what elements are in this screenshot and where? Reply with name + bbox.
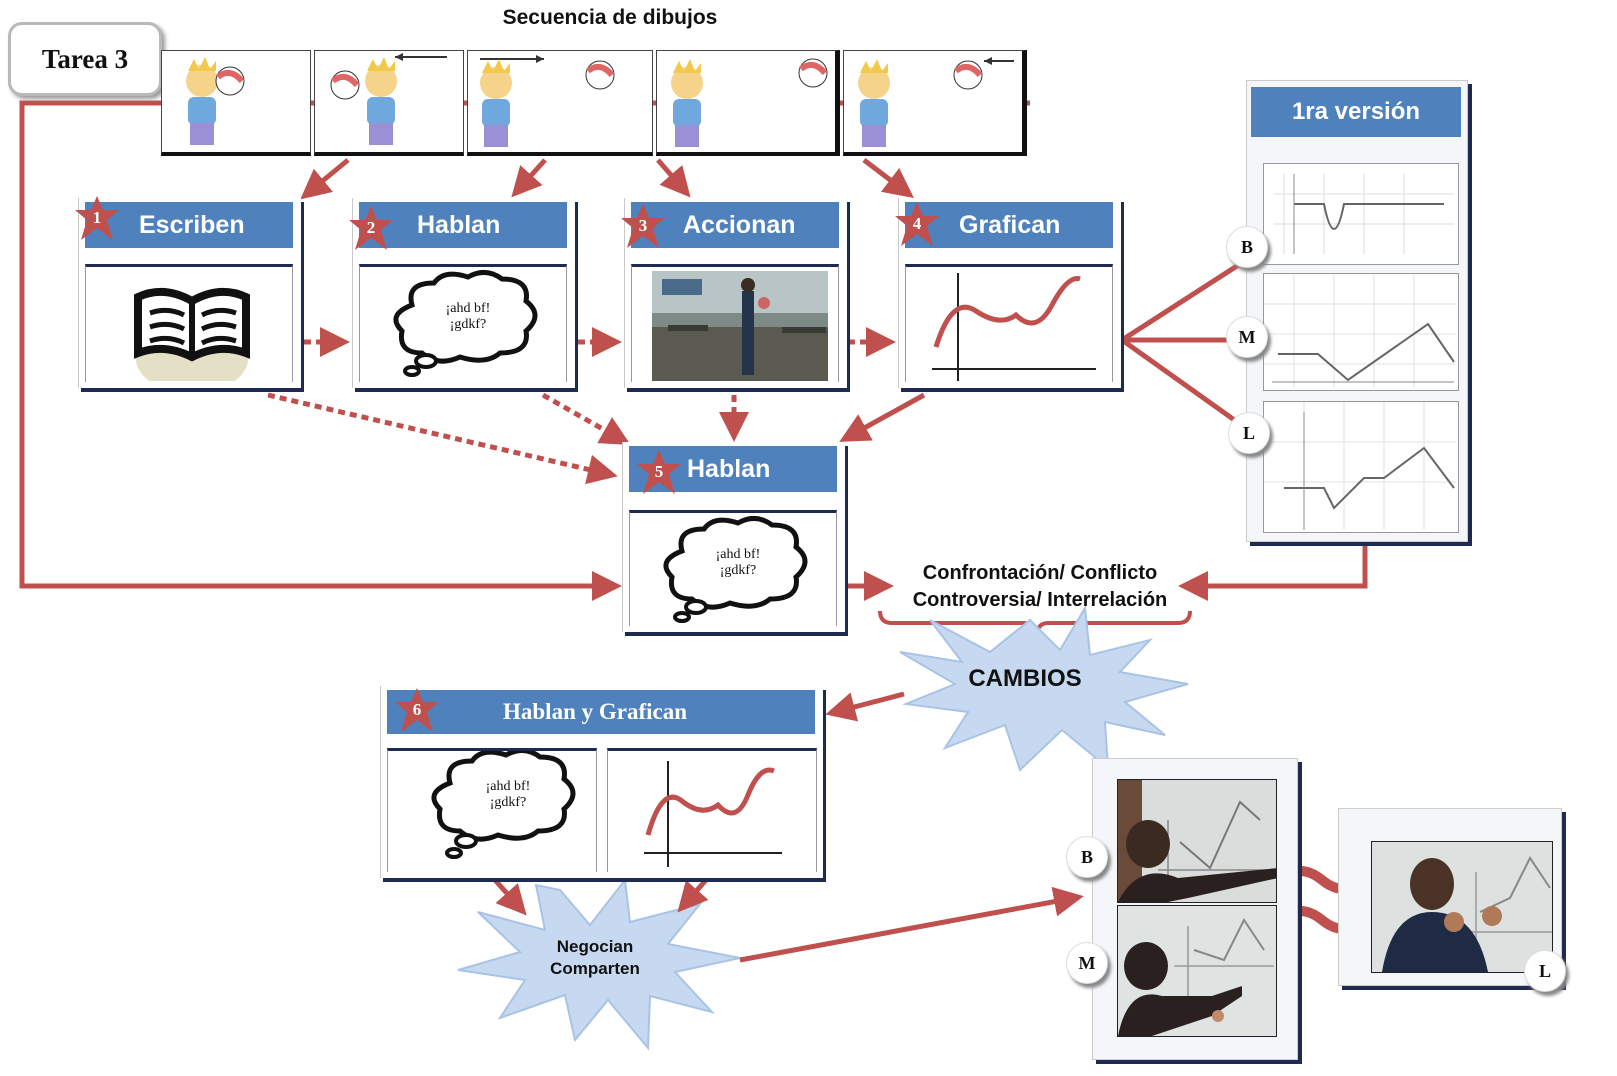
negocian-label: Negocian Comparten [520,936,670,980]
final-bm-panel [1092,758,1298,1060]
graph-m [1263,273,1459,391]
cloud-line-2: ¡gdkf? [719,563,757,578]
step-3-accionan: Accionan 3 [621,198,847,388]
step-1-body [85,264,293,382]
open-book-icon [134,287,250,382]
arrow-seq-3 [656,158,691,198]
step-2-header: Hablan [359,202,567,248]
arrow-seq-2 [511,158,547,198]
first-version-title: 1ra versión [1251,87,1461,137]
arrow-cambios-6 [825,691,905,722]
cloud-text: ¡ahd bf! ¡gdkf? [698,547,778,579]
dotted-arrow-2-5 [541,392,631,445]
step-5-hablan: Hablan ¡ahd bf! ¡gdkf? 5 [622,442,845,632]
negocian-line-2: Comparten [550,959,640,978]
sketched-graph-l [1264,402,1456,530]
cloud-line-1: ¡ahd bf! [445,301,491,316]
step-4-header: Grafican [905,202,1113,248]
step-4-grafican: Grafican 4 [895,198,1121,388]
sketched-graph-m [1264,274,1456,388]
speech-cloud-icon [393,270,538,377]
arrow-6-negocian-left [493,878,527,916]
arrow-seq-4 [862,158,914,199]
ball-flying-icon [480,55,615,147]
graph-b [1263,163,1459,265]
cloud-line-2: ¡gdkf? [489,795,527,810]
photo-student-b [1117,779,1277,903]
cloud-text: ¡ahd bf! ¡gdkf? [428,301,508,333]
arrow-4-5 [839,392,926,442]
ball-bounces-back-icon [858,57,1014,147]
final-label-l: L [1524,950,1566,992]
label-b: B [1226,226,1268,268]
final-l-panel [1338,808,1562,986]
arrow-seq-1 [300,158,350,200]
sequence-frame-3 [467,50,653,156]
final-label-m: M [1066,942,1108,984]
step-4-body [905,264,1113,382]
line-graph-icon [932,273,1096,381]
step-3-header: Accionan [631,202,839,248]
arrow-version-confrontation [1178,545,1368,601]
sequence-title: Secuencia de dibujos [502,6,718,29]
photo-student-m [1117,905,1277,1037]
step-5-badge: 5 [637,450,681,494]
fan-line-l [1120,337,1242,427]
student-at-whiteboard-photo [1118,780,1276,902]
step-6-hablan-y-grafican: Hablan y Grafican ¡ahd bf! ¡gdkf? 6 [380,686,823,878]
line-graph-icon [644,761,782,867]
fan-line-b [1120,261,1242,343]
negocian-line-1: Negocian [556,937,634,956]
boy-throwing-ball-icon [330,53,447,145]
speech-cloud-icon [431,751,576,859]
step-5-body: ¡ahd bf! ¡gdkf? [629,510,837,626]
arrow-negocian-final [739,886,1084,963]
step-2-badge: 2 [349,206,393,250]
cambios-burst [899,604,1189,772]
boy-holding-ball-icon [186,57,245,145]
sequence-frame-1 [161,50,311,156]
sequence-frame-2 [314,50,464,156]
step-6-header: Hablan y Grafican [387,690,815,734]
sequence-frame-5 [843,50,1027,156]
step-1-header: Escriben [85,202,293,248]
label-l: L [1228,412,1270,454]
cloud-line-1: ¡ahd bf! [485,779,531,794]
step-6-badge: 6 [395,688,439,732]
student-writing-photo [1118,906,1276,1036]
first-version-panel: 1ra versión [1246,80,1468,542]
graph-l [1263,401,1459,533]
cloud-text: ¡ahd bf! ¡gdkf? [468,779,548,811]
photo-student-l [1371,841,1553,973]
step-3-badge: 3 [621,204,665,248]
classroom-photo [652,271,828,381]
speech-cloud-icon [663,516,808,623]
step-6-graph-body [607,748,817,872]
step-1-escriben: Escriben 1 [75,196,301,388]
step-1-badge: 1 [75,196,119,240]
sketched-graph-b [1274,174,1454,254]
ball-hits-wall-icon [671,58,828,147]
confrontation-line-2: Controversia/ Interrelación [912,589,1168,611]
cambios-label: CAMBIOS [968,665,1082,692]
confrontation-text: Confrontación/ Conflicto Controversia/ I… [860,560,1220,614]
arrow-6-negocian-right [677,878,709,913]
step-4-badge: 4 [895,202,939,246]
cloud-line-2: ¡gdkf? [449,317,487,332]
student-gesturing-photo [1372,842,1552,972]
step-2-hablan: Hablan ¡ahd bf! ¡gdkf? 2 [349,198,575,388]
confrontation-line-1: Confrontación/ Conflicto [922,562,1158,584]
step-2-body: ¡ahd bf! ¡gdkf? [359,264,567,382]
label-m: M [1226,316,1268,358]
step-6-speech-body: ¡ahd bf! ¡gdkf? [387,748,597,872]
negocian-burst [457,877,741,1051]
cloud-line-1: ¡ahd bf! [715,547,761,562]
loop-arrow [19,100,622,601]
step-3-body [631,264,839,382]
dotted-arrow-1-5 [267,392,618,485]
final-label-b: B [1066,836,1108,878]
task-label: Tarea 3 [8,22,162,96]
sequence-frame-4 [656,50,840,156]
